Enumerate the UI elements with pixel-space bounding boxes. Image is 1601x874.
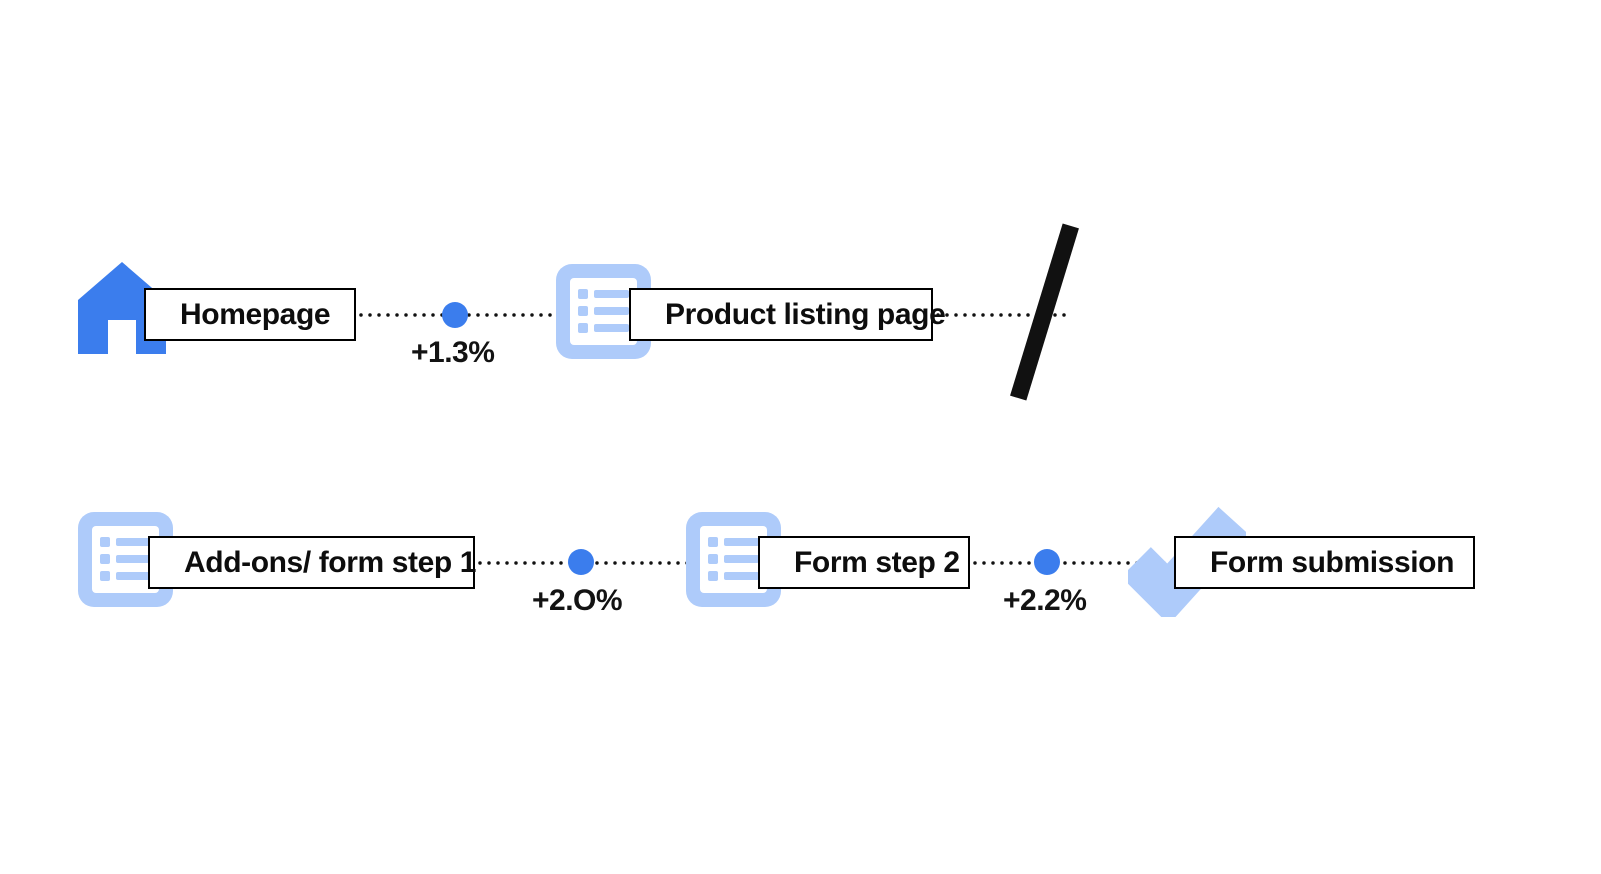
black-slash-mark: [1010, 223, 1079, 401]
step-box-product-listing-page[interactable]: Product listing page: [629, 288, 946, 341]
step-label-form-submission: Form submission: [1210, 545, 1455, 579]
step-label-form-step-2: Form step 2: [794, 545, 960, 579]
step-box-homepage[interactable]: Homepage: [144, 288, 356, 341]
connector-value-2: +2.O%: [532, 584, 623, 617]
step-label-product-listing-page: Product listing page: [665, 297, 946, 331]
connector-value-3: +2.2%: [1003, 584, 1087, 617]
step-box-form-submission[interactable]: Form submission: [1174, 536, 1475, 589]
connector-dot-3: [1034, 549, 1060, 575]
step-label-homepage: Homepage: [180, 297, 331, 331]
step-box-add-ons-form-step-1[interactable]: Add-ons/ form step 1: [148, 536, 477, 589]
connector-line-1b: [936, 313, 1068, 317]
step-box-form-step-2[interactable]: Form step 2: [758, 536, 970, 589]
connector-dot-1: [442, 302, 468, 328]
connector-dot-2: [568, 549, 594, 575]
connector-line-3: [973, 561, 1173, 565]
list-icon: [556, 264, 651, 359]
step-label-add-ons-form-step-1: Add-ons/ form step 1: [184, 545, 477, 579]
list-icon: [78, 512, 173, 607]
list-icon: [686, 512, 781, 607]
connector-value-1: +1.3%: [411, 336, 495, 369]
